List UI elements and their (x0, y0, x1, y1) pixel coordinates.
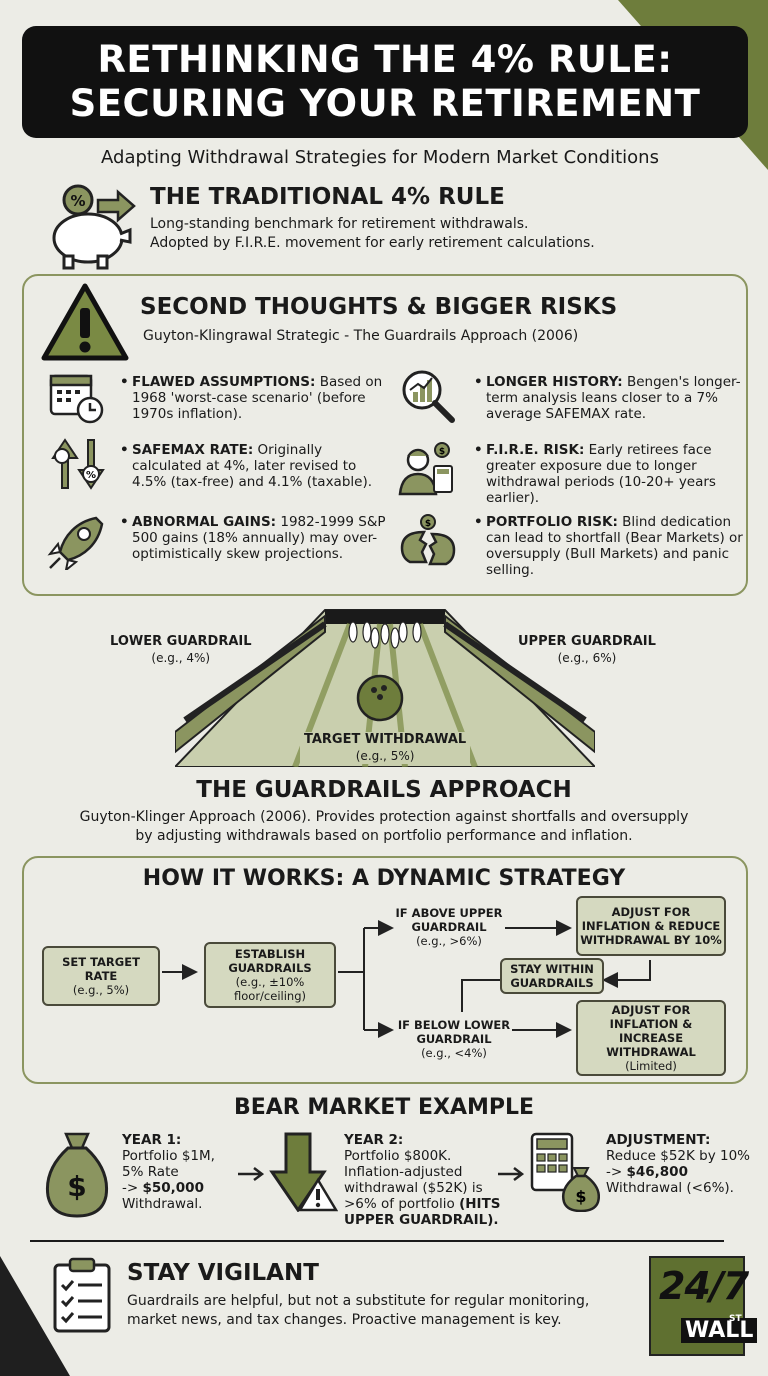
how-it-works-title: HOW IT WORKS: A DYNAMIC STRATEGY (142, 866, 626, 891)
svg-text:$: $ (67, 1170, 86, 1203)
risk-item-fire-risk: •F.I.R.E. RISK: Early retirees face grea… (474, 442, 716, 506)
flow-if-below: IF BELOW LOWER GUARDRAIL(e.g., <4%) (397, 1018, 511, 1060)
risk-item-portfolio-risk: •PORTFOLIO RISK: Blind dedication can le… (474, 514, 743, 578)
guardrails-title: THE GUARDRAILS APPROACH (196, 777, 572, 803)
page-title-line1: RETHINKING THE 4% RULE: (97, 38, 673, 81)
broken-piggy-icon: $ (400, 514, 456, 566)
title-banner: RETHINKING THE 4% RULE: SECURING YOUR RE… (22, 26, 748, 138)
page-title-line2: SECURING YOUR RETIREMENT (69, 82, 701, 125)
traditional-line-2: Adopted by F.I.R.E. movement for early r… (150, 235, 595, 251)
svg-text:%: % (86, 470, 96, 481)
risk-item-abnormal-gains: •ABNORMAL GAINS: 1982-1999 S&P 500 gains… (120, 514, 386, 562)
flow-set-target-rate: SET TARGET RATE(e.g., 5%) (42, 946, 160, 1006)
bear-adjustment: ADJUSTMENT: Reduce $52K by 10% -> $46,80… (606, 1132, 750, 1196)
upper-guardrail-label: UPPER GUARDRAIL(e.g., 6%) (518, 634, 656, 665)
calendar-clock-icon (49, 374, 104, 424)
up-down-percent-icon: % (51, 438, 105, 490)
svg-text:$: $ (425, 519, 431, 529)
traditional-rule-section: THE TRADITIONAL 4% RULE Long-standing be… (150, 184, 730, 253)
bear-year-1: YEAR 1: Portfolio $1M, 5% Rate -> $50,00… (122, 1132, 215, 1212)
risk-item-safemax-rate: •SAFEMAX RATE: Originally calculated at … (120, 442, 373, 490)
page-subtitle: Adapting Withdrawal Strategies for Moder… (101, 147, 659, 168)
person-calculator-icon: $ (398, 442, 453, 496)
magnifier-chart-icon (402, 370, 455, 423)
rocket-icon (47, 516, 104, 570)
risks-panel (22, 274, 748, 596)
money-bag-icon: $ (45, 1132, 109, 1218)
arrow-right-icon (238, 1167, 264, 1181)
svg-text:%: % (70, 192, 85, 210)
bowling-lane-illustration (175, 609, 595, 767)
risks-title: SECOND THOUGHTS & BIGGER RISKS (140, 294, 618, 320)
risk-item-longer-history: •LONGER HISTORY: Bengen's longer-term an… (474, 374, 741, 422)
flow-reduce-withdrawal: ADJUST FOR INFLATION & REDUCE WITHDRAWAL… (576, 896, 726, 956)
risks-subtitle: Guyton-Klingrawal Strategic - The Guardr… (143, 328, 579, 344)
stay-vigilant-title: STAY VIGILANT (127, 1260, 319, 1286)
stay-vigilant-text: Guardrails are helpful, but not a substi… (127, 1293, 590, 1328)
logo-number: 24/7 (659, 1264, 749, 1308)
flow-arrows (162, 920, 651, 1038)
calculator-money-bag-icon: $ (530, 1132, 600, 1212)
flow-if-above: IF ABOVE UPPER GUARDRAIL(e.g., >6%) (395, 906, 503, 948)
svg-text:$: $ (575, 1187, 586, 1206)
down-arrow-warning-icon (269, 1132, 338, 1212)
clipboard-checklist-icon (53, 1257, 111, 1333)
how-it-works-panel (22, 856, 748, 1084)
traditional-line-1: Long-standing benchmark for retirement w… (150, 216, 529, 232)
lower-guardrail-label: LOWER GUARDRAIL(e.g., 4%) (110, 634, 252, 665)
bear-year-2: YEAR 2: Portfolio $800K. Inflation-adjus… (344, 1132, 501, 1228)
arrow-right-icon (498, 1167, 524, 1181)
flow-establish-guardrails: ESTABLISH GUARDRAILS(e.g., ±10% floor/ce… (204, 942, 336, 1008)
guardrails-description: Guyton-Klinger Approach (2006). Provides… (79, 809, 689, 844)
bear-market-title: BEAR MARKET EXAMPLE (233, 1095, 535, 1120)
target-withdrawal-label: TARGET WITHDRAWAL(e.g., 5%) (300, 732, 471, 764)
flow-increase-withdrawal: ADJUST FOR INFLATION & INCREASE WITHDRAW… (576, 1000, 726, 1076)
traditional-rule-title: THE TRADITIONAL 4% RULE (150, 184, 505, 210)
warning-triangle-icon (41, 283, 129, 361)
svg-text:$: $ (439, 447, 445, 457)
risk-item-flawed-assumptions: •FLAWED ASSUMPTIONS: Based on 1968 'wors… (120, 374, 383, 422)
247-wall-st-logo: 24/7 WALL ST (649, 1256, 758, 1356)
section-divider (30, 1240, 724, 1242)
logo-wall: WALL (681, 1318, 758, 1343)
piggy-bank-percent-icon: % (52, 184, 136, 270)
logo-st: ST (729, 1314, 742, 1324)
flow-stay-within: STAY WITHIN GUARDRAILS (500, 958, 604, 994)
